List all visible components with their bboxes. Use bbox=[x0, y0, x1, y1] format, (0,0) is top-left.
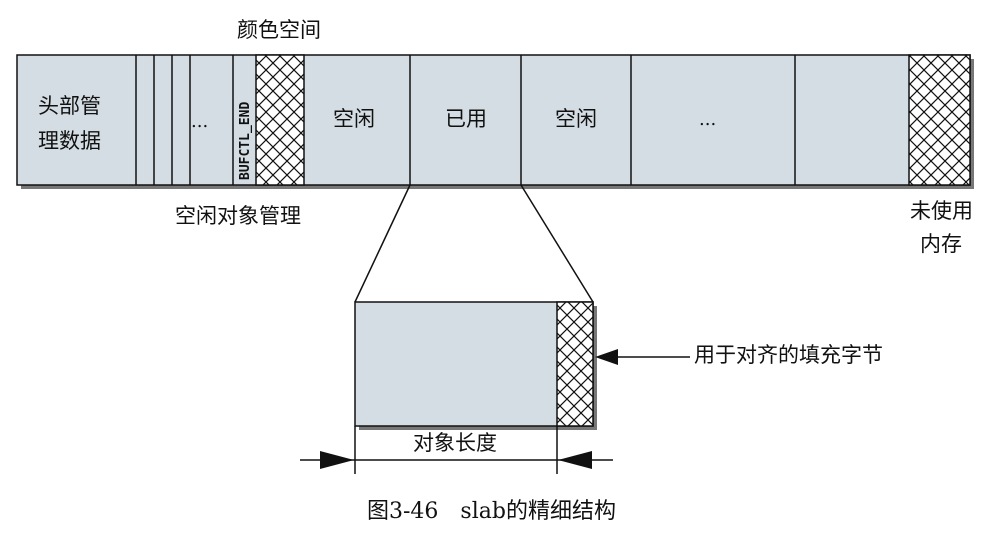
dimension-arrow-left bbox=[320, 451, 354, 469]
bufctl-end-label: BUFCTL_END bbox=[238, 102, 253, 180]
slab-bar-body bbox=[16, 54, 971, 186]
figure-caption: 图3-46 slab的精细结构 bbox=[367, 499, 616, 524]
object-length-dimension bbox=[300, 426, 613, 474]
padding-bytes-label: 用于对齐的填充字节 bbox=[694, 343, 883, 367]
zoom-line-right bbox=[520, 184, 594, 303]
head-mgmt-label-line2: 理数据 bbox=[38, 129, 101, 153]
zoom-line-left bbox=[354, 184, 411, 303]
padding-arrow-head bbox=[595, 349, 618, 365]
slab-bar bbox=[16, 54, 974, 189]
object-detail-body bbox=[354, 301, 594, 427]
unused-memory-label-line2: 内存 bbox=[920, 232, 962, 256]
object-detail bbox=[354, 301, 597, 430]
unused-memory-label-line1: 未使用 bbox=[910, 199, 973, 223]
padding-bytes-hatch bbox=[556, 301, 594, 427]
slab-dividers bbox=[135, 55, 796, 185]
free-object-mgmt-label: 空闲对象管理 bbox=[175, 204, 301, 228]
free-object-1-label: 空闲 bbox=[333, 107, 375, 131]
color-space-hatch bbox=[255, 54, 305, 186]
dimension-arrow-right bbox=[558, 451, 592, 469]
free-object-2-label: 空闲 bbox=[555, 107, 597, 131]
zoom-lines bbox=[354, 184, 594, 303]
used-object-label: 已用 bbox=[445, 107, 487, 131]
object-length-label: 对象长度 bbox=[413, 431, 497, 455]
color-space-label: 颜色空间 bbox=[237, 18, 321, 42]
head-mgmt-label-line1: 头部管 bbox=[38, 94, 101, 118]
bufctl-ellipsis: ... bbox=[191, 111, 209, 132]
unused-memory-hatch bbox=[908, 54, 971, 186]
padding-pointer-arrow bbox=[595, 349, 690, 365]
objects-ellipsis: ... bbox=[699, 109, 717, 130]
